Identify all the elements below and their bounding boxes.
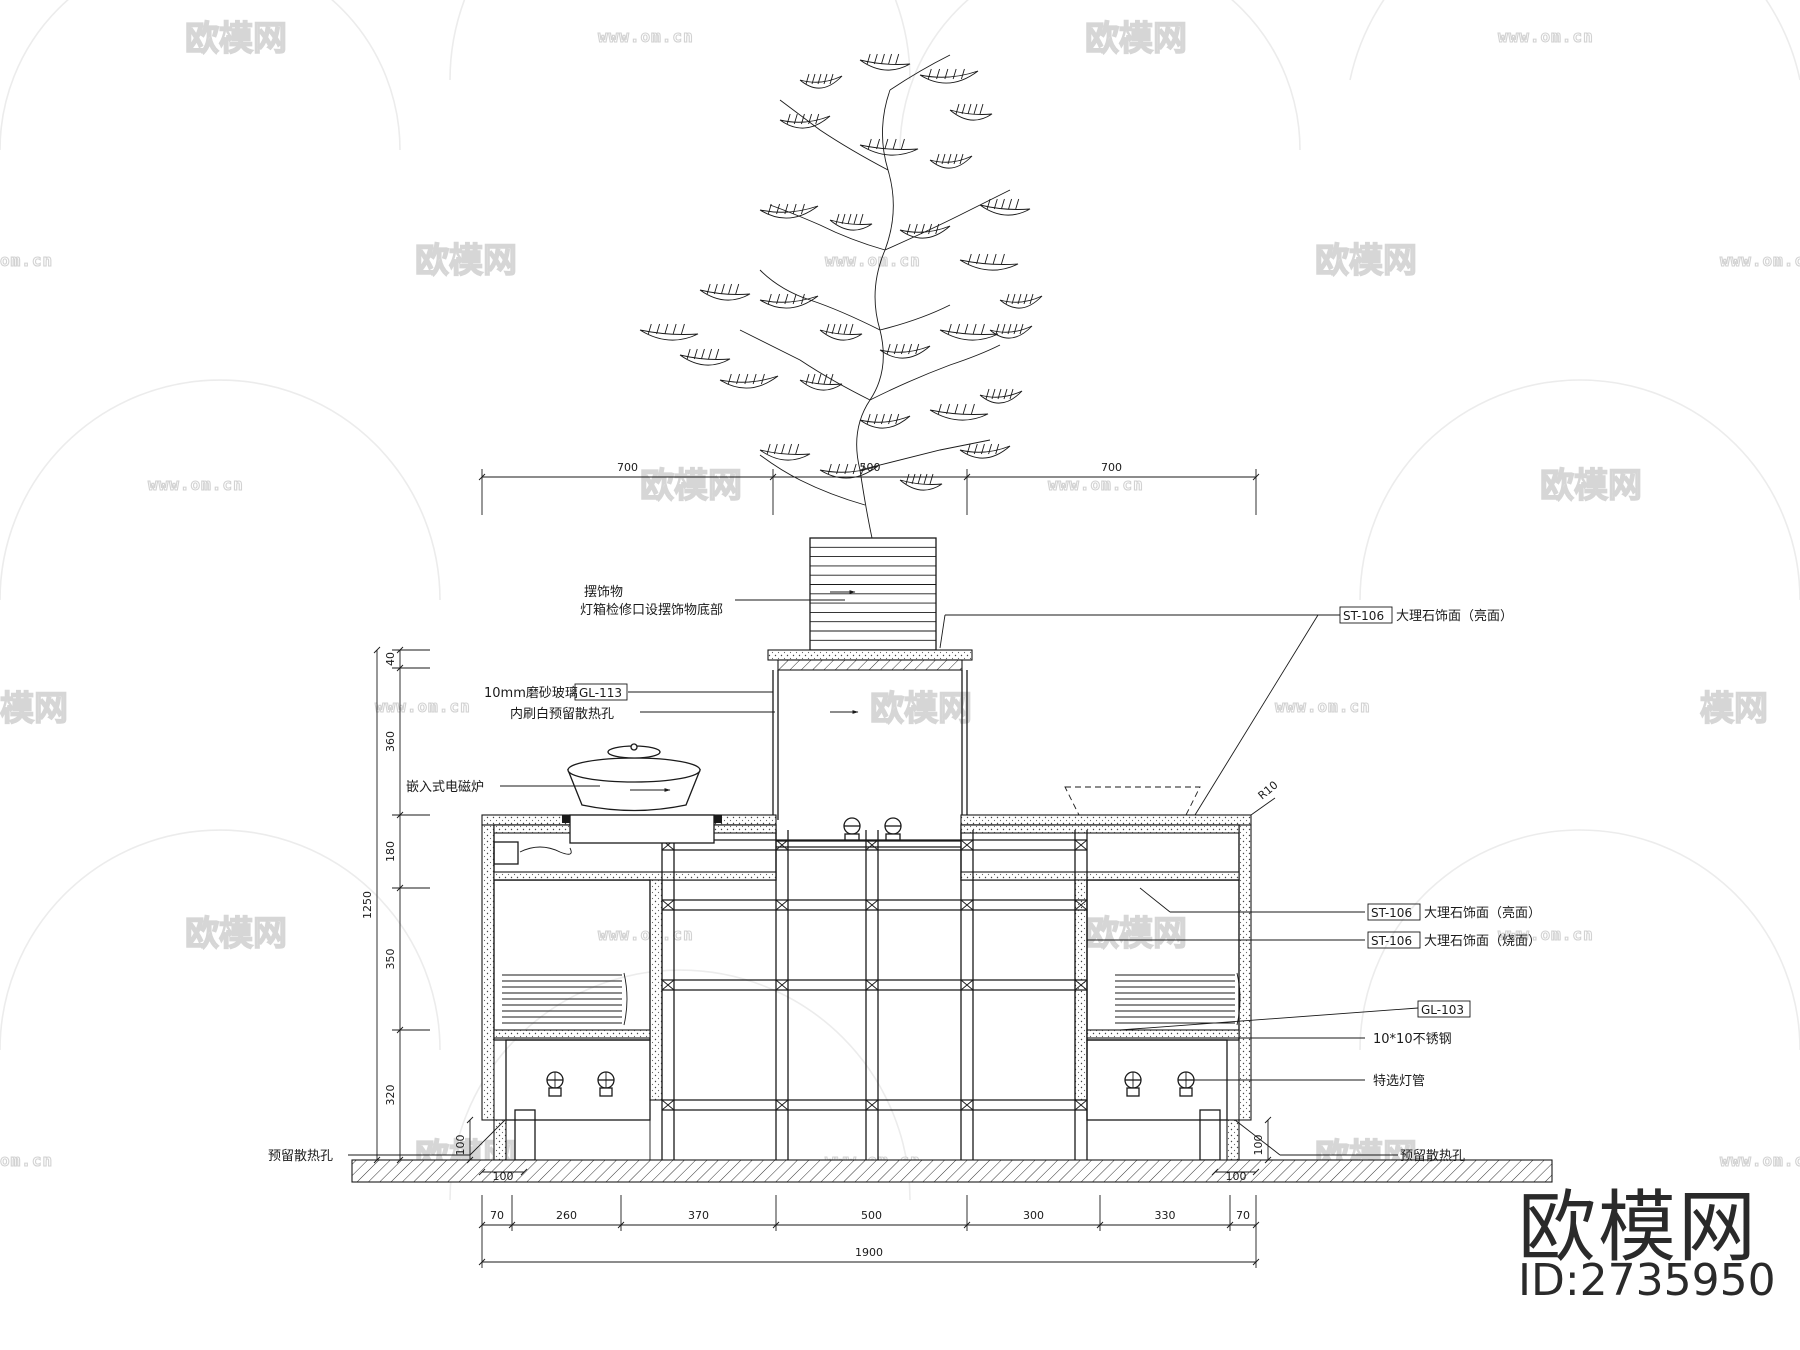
dimension-label: 500 [860, 461, 881, 474]
annotation-labels: 摆饰物 灯箱检修口设摆饰物底部 10mm磨砂玻璃 GL-113 内刷白预留散热孔… [268, 585, 1541, 1164]
center-fittings [843, 817, 902, 841]
label-corner-radius: R10 [1256, 778, 1281, 802]
watermark-brand-partial: 模网 [1700, 689, 1768, 729]
watermark-brand: 欧模网 [1085, 914, 1187, 954]
watermark-url: www.om.cn [1275, 697, 1371, 716]
dimension-label: 70 [490, 1209, 504, 1222]
watermark-url: www.om.cn [1720, 1151, 1800, 1170]
label-special-lamp: 特选灯管 [1373, 1074, 1425, 1089]
plant-ornament-drawing [639, 53, 1043, 539]
label-vent-inner: 内刷白预留散热孔 [510, 706, 614, 722]
label-ornament: 摆饰物 [584, 585, 623, 600]
dimension-label: 70 [1236, 1209, 1250, 1222]
watermark-url: www.om.cn [1720, 251, 1800, 270]
label-vent-left: 预留散热孔 [268, 1149, 333, 1164]
dimension-label: 500 [861, 1209, 882, 1222]
dimension-label: 370 [688, 1209, 709, 1222]
ornament-base-box [809, 537, 937, 651]
code-st-106-burnt: ST-106 [1371, 934, 1412, 948]
code-st-106-top: ST-106 [1343, 609, 1384, 623]
watermark-url: www.om.cn [598, 27, 694, 46]
watermark-brand: 欧模网 [1085, 19, 1187, 59]
dimension-label: 1900 [855, 1246, 883, 1259]
watermark-brand: 欧模网 [415, 241, 517, 281]
label-marble-burnt: 大理石饰面（烧面） [1424, 934, 1541, 949]
watermark-url-marks: www.om.cn www.om.cn om.cn www.om.cn www.… [0, 26, 1800, 1170]
dimension-label: 100 [1252, 1135, 1265, 1156]
dimension-label: 100 [1226, 1170, 1247, 1183]
label-stainless-steel: 10*10不锈钢 [1373, 1032, 1452, 1047]
watermark-url: www.om.cn [1498, 925, 1594, 944]
dimension-label: 300 [1023, 1209, 1044, 1222]
dimension-label: 320 [384, 1085, 397, 1106]
label-frosted-glass: 10mm磨砂玻璃 [484, 686, 578, 701]
model-id-text: ID:2735950 [1518, 1255, 1776, 1306]
dimension-label: 100 [493, 1170, 514, 1183]
watermark-url: www.om.cn [375, 697, 471, 716]
watermark-brand-partial: 模网 [0, 689, 68, 729]
code-gl-113: GL-113 [579, 686, 622, 700]
watermark-brand: 欧模网 [185, 19, 287, 59]
watermark-arcs [0, 0, 1800, 1201]
label-ornament-note: 灯箱检修口设摆饰物底部 [580, 602, 723, 618]
watermark-brand: 欧模网 [870, 689, 972, 729]
label-marble-gloss: 大理石饰面（亮面） [1424, 905, 1541, 921]
dimension-label: 1250 [361, 891, 374, 919]
dimension-label: 330 [1155, 1209, 1176, 1222]
annotation-leaders [348, 599, 1419, 1156]
dimension-label: 100 [454, 1135, 467, 1156]
watermark-url: www.om.cn [1498, 27, 1594, 46]
watermark-brand: 欧模网 [185, 914, 287, 954]
watermark-url: www.om.cn [825, 251, 921, 270]
watermark-url-short: om.cn [0, 1151, 53, 1170]
dimension-label: 700 [617, 461, 638, 474]
watermark-brand: 欧模网 [1540, 466, 1642, 506]
watermark-url-short: om.cn [0, 251, 53, 270]
watermark-brand: 欧模网 [640, 466, 742, 506]
label-vent-right: 预留散热孔 [1400, 1149, 1465, 1164]
watermark-url: www.om.cn [1048, 475, 1144, 494]
brand-logo-text: 欧模网 [1518, 1183, 1759, 1273]
code-gl-103: GL-103 [1421, 1003, 1464, 1017]
dimension-label: 350 [384, 949, 397, 970]
dimension-label: 700 [1101, 461, 1122, 474]
watermark-brand: 欧模网 [1315, 241, 1417, 281]
dimension-label: 40 [384, 652, 397, 666]
watermark-url: www.om.cn [148, 475, 244, 494]
induction-cooker [562, 743, 722, 844]
dimension-label: 180 [384, 841, 397, 862]
dimension-lines: 700 500 700 70 260 370 500 300 330 70 1900 40 360 180… [361, 461, 1272, 1268]
label-marble-top: 大理石饰面（亮面） [1396, 608, 1513, 624]
counter-body [481, 743, 1252, 1161]
dimension-label: 260 [556, 1209, 577, 1222]
watermark-url: www.om.cn [598, 925, 694, 944]
dimension-label: 360 [384, 731, 397, 752]
lightbox-cap [767, 649, 973, 820]
basin-bowl [1064, 786, 1201, 816]
floor-line [351, 1159, 1553, 1183]
code-st-106-gloss: ST-106 [1371, 906, 1412, 920]
label-induction-cooker: 嵌入式电磁炉 [406, 780, 484, 795]
